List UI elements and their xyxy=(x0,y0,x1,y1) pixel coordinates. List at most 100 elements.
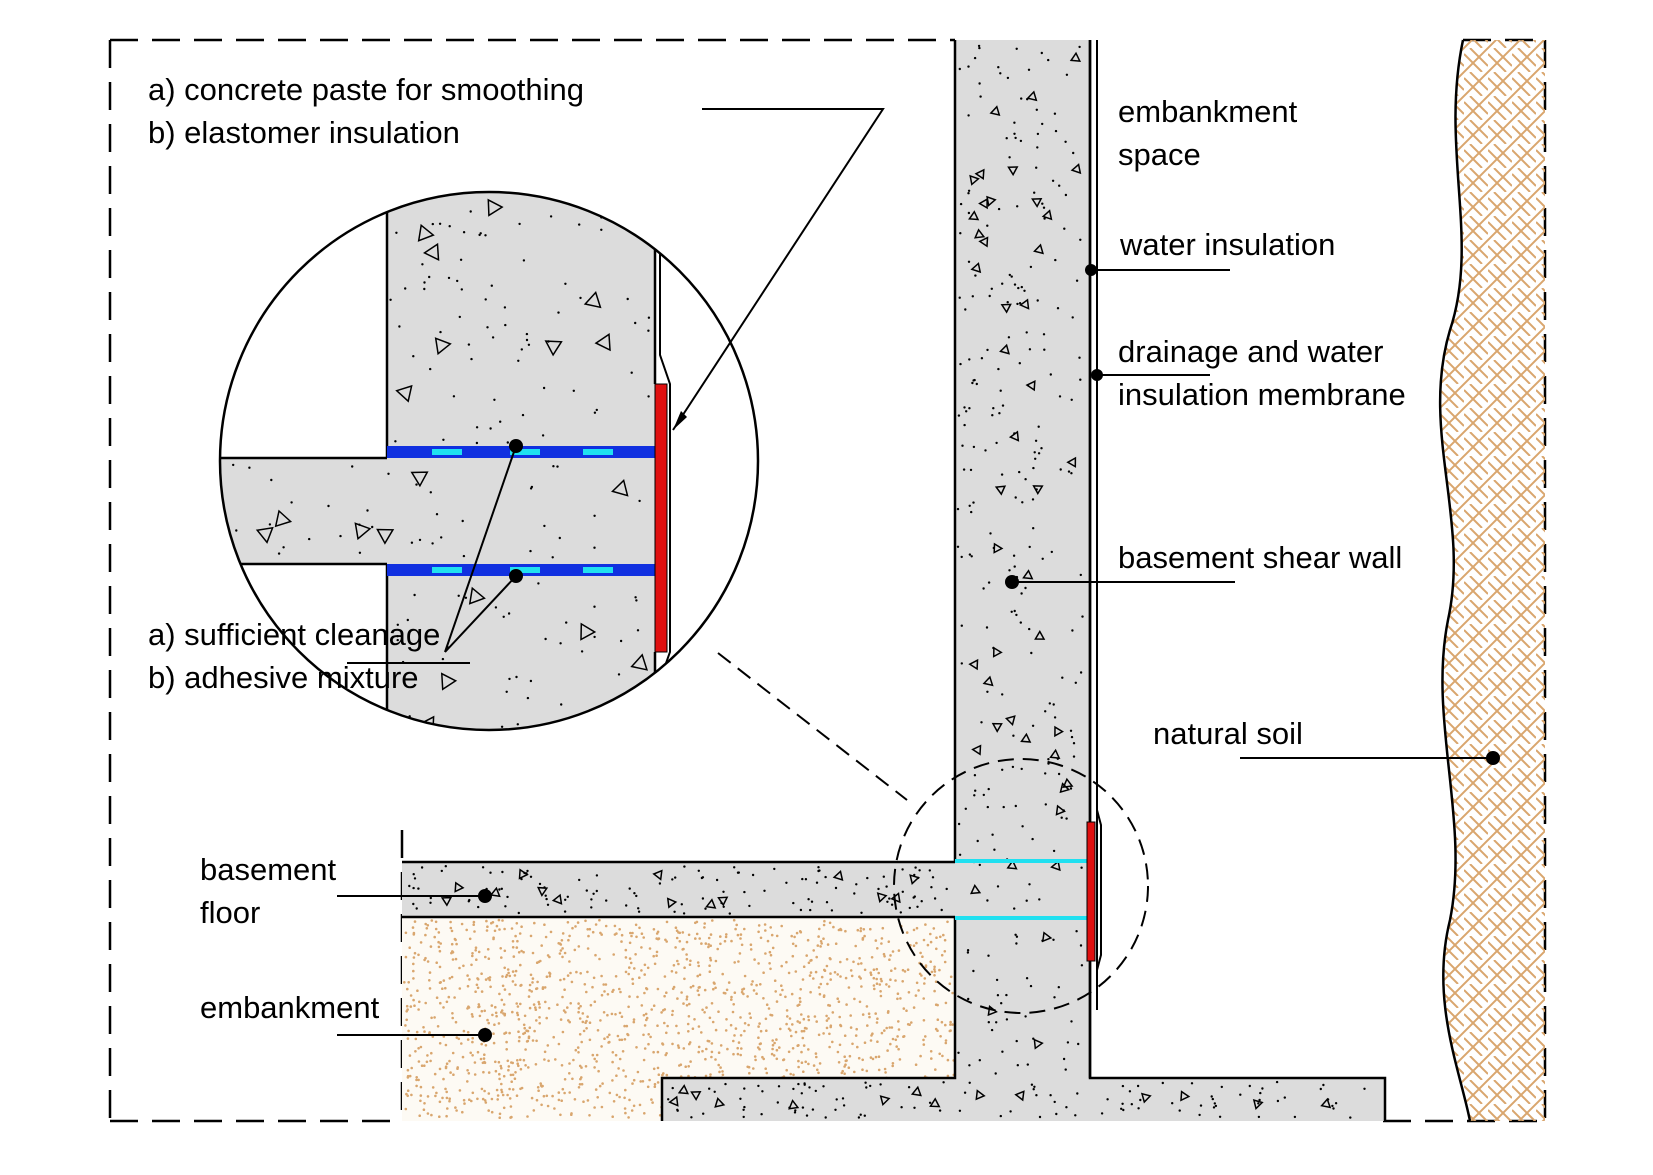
triangle-aggregate-icon xyxy=(440,672,458,691)
triangle-aggregate-icon xyxy=(376,528,395,545)
triangle-aggregate-icon xyxy=(434,337,452,356)
label-zoom-a: a) concrete paste for smoothing xyxy=(148,72,584,107)
triangle-aggregate-icon xyxy=(274,509,293,528)
triangle-aggregate-icon xyxy=(1070,163,1082,175)
triangle-aggregate-icon xyxy=(1041,931,1053,943)
triangle-aggregate-icon xyxy=(974,168,985,180)
triangle-aggregate-icon xyxy=(992,646,1003,658)
triangle-aggregate-icon xyxy=(705,898,717,909)
triangle-aggregate-icon xyxy=(1026,90,1038,102)
triangle-aggregate-icon xyxy=(1019,298,1030,310)
triangle-aggregate-icon xyxy=(666,897,678,909)
triangle-aggregate-icon xyxy=(487,198,504,217)
label-natural-soil: natural soil xyxy=(1153,716,1303,751)
triangle-aggregate-icon xyxy=(1007,166,1019,177)
concrete-aggregate xyxy=(408,44,1366,1119)
triangle-aggregate-icon xyxy=(968,210,980,221)
triangle-aggregate-icon xyxy=(677,1084,690,1095)
triangle-aggregate-icon xyxy=(714,1097,726,1108)
small-joint-detail xyxy=(955,809,1102,971)
triangle-aggregate-icon xyxy=(417,223,435,242)
triangle-aggregate-icon xyxy=(929,1097,941,1108)
triangle-aggregate-icon xyxy=(1032,485,1044,495)
triangle-aggregate-icon xyxy=(1000,303,1012,314)
triangle-aggregate-icon xyxy=(1055,804,1066,816)
triangle-aggregate-icon xyxy=(536,886,549,897)
natural-soil-region xyxy=(1440,40,1545,1121)
label-embankment-space-2: space xyxy=(1118,137,1201,172)
triangle-aggregate-icon xyxy=(1066,456,1077,468)
triangle-aggregate-icon xyxy=(468,586,486,605)
triangle-aggregate-icon xyxy=(970,262,982,274)
triangle-aggregate-icon xyxy=(989,105,1001,117)
triangle-aggregate-icon xyxy=(518,868,529,880)
triangle-aggregate-icon xyxy=(1059,782,1071,794)
triangle-aggregate-icon xyxy=(1180,1090,1191,1102)
label-joint-a: a) sufficient cleanage xyxy=(148,617,440,652)
label-embankment-space-1: embankment xyxy=(1118,94,1298,129)
triangle-aggregate-icon xyxy=(973,228,986,239)
triangle-aggregate-icon xyxy=(1033,243,1044,255)
triangle-aggregate-icon xyxy=(690,1091,702,1102)
triangle-aggregate-icon xyxy=(652,869,663,881)
triangle-aggregate-icon xyxy=(991,722,1003,733)
triangle-aggregate-icon xyxy=(1031,198,1043,208)
label-shear-wall: basement shear wall xyxy=(1118,540,1402,575)
triangle-aggregate-icon xyxy=(611,479,629,497)
triangle-aggregate-icon xyxy=(410,471,429,488)
triangle-aggregate-icon xyxy=(1069,51,1082,62)
triangle-aggregate-icon xyxy=(354,522,372,541)
triangle-aggregate-icon xyxy=(544,340,563,357)
triangle-aggregate-icon xyxy=(1049,748,1061,759)
triangle-aggregate-icon xyxy=(993,542,1004,554)
triangle-aggregate-icon xyxy=(982,675,994,687)
concrete-structure xyxy=(402,40,1387,1121)
label-joint-b: b) adhesive mixture xyxy=(148,660,419,695)
triangle-aggregate-icon xyxy=(969,883,982,895)
triangle-aggregate-icon xyxy=(583,291,602,309)
triangle-aggregate-icon xyxy=(832,869,844,882)
zoom-detail xyxy=(220,192,758,730)
triangle-aggregate-icon xyxy=(717,896,729,907)
triangle-aggregate-icon xyxy=(1041,209,1053,221)
triangle-aggregate-icon xyxy=(975,1089,986,1101)
triangle-aggregate-icon xyxy=(971,744,982,756)
label-drainage-1: drainage and water xyxy=(1118,334,1383,369)
triangle-aggregate-icon xyxy=(876,892,888,904)
labels: a) concrete paste for smoothing b) elast… xyxy=(148,72,1406,1025)
triangle-aggregate-icon xyxy=(255,526,274,544)
triangle-aggregate-icon xyxy=(551,893,563,905)
triangle-aggregate-icon xyxy=(423,242,440,262)
triangle-aggregate-icon xyxy=(910,1085,922,1097)
label-drainage-2: insulation membrane xyxy=(1118,377,1406,412)
triangle-aggregate-icon xyxy=(788,1099,800,1110)
triangle-aggregate-icon xyxy=(630,653,649,671)
triangle-aggregate-icon xyxy=(395,384,413,403)
triangle-aggregate-icon xyxy=(1034,629,1046,640)
triangle-aggregate-icon xyxy=(1020,732,1032,743)
label-water-insulation: water insulation xyxy=(1119,227,1335,262)
label-floor-2: floor xyxy=(200,895,260,930)
triangle-aggregate-icon xyxy=(879,1095,891,1107)
triangle-aggregate-icon xyxy=(1140,1092,1152,1104)
triangle-aggregate-icon xyxy=(909,874,920,886)
label-floor-1: basement xyxy=(200,852,337,887)
label-zoom-b: b) elastomer insulation xyxy=(148,115,460,150)
triangle-aggregate-icon xyxy=(1025,380,1036,392)
triangle-aggregate-icon xyxy=(986,195,997,207)
label-embankment: embankment xyxy=(200,990,380,1025)
triangle-aggregate-icon xyxy=(1062,777,1074,789)
triangle-aggregate-icon xyxy=(1320,1097,1332,1109)
triangle-aggregate-icon xyxy=(968,658,979,671)
triangle-aggregate-icon xyxy=(1014,1090,1025,1102)
triangle-aggregate-icon xyxy=(999,343,1010,355)
triangle-aggregate-icon xyxy=(1008,430,1020,442)
detail-callout-circle xyxy=(893,758,1149,1014)
leader-lines xyxy=(337,108,1500,1042)
triangle-aggregate-icon xyxy=(489,886,501,898)
triangle-aggregate-icon xyxy=(1054,725,1065,738)
triangle-aggregate-icon xyxy=(1006,859,1018,870)
triangle-aggregate-icon xyxy=(969,174,980,186)
triangle-aggregate-icon xyxy=(440,896,453,907)
